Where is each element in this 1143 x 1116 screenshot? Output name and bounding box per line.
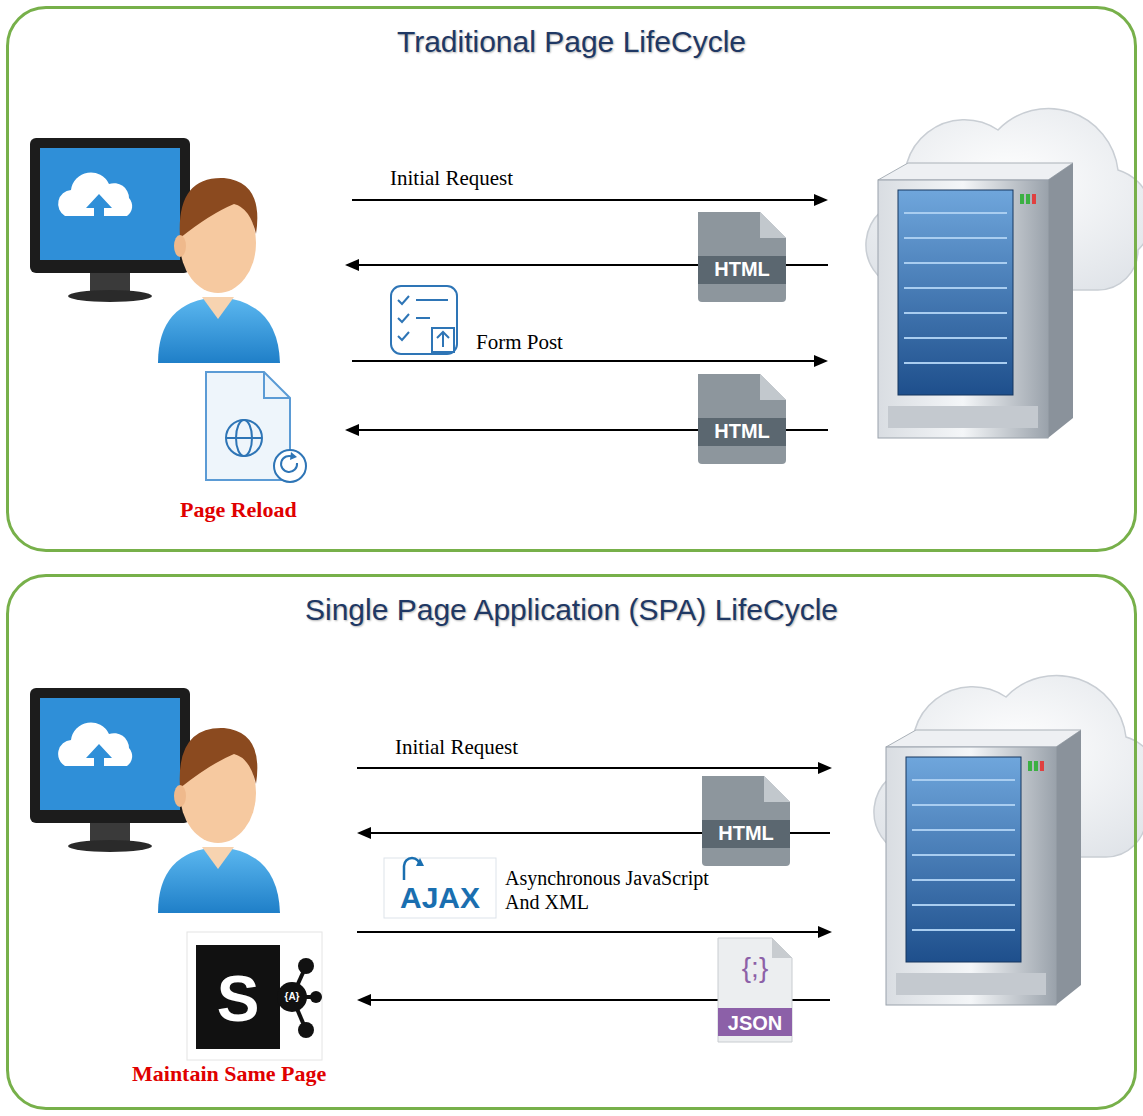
ajax-logo (384, 858, 496, 918)
state-caption: Maintain Same Page (132, 1060, 326, 1089)
file-type: HTML (698, 256, 786, 282)
sharepoint-icon (187, 932, 322, 1060)
arrow-label: Form Post (476, 329, 563, 356)
state-caption: Page Reload (180, 496, 297, 525)
lifecycle-panel: Single Page Application (SPA) LifeCycle (6, 574, 1137, 1110)
lifecycle-panel: Traditional Page LifeCycle (6, 6, 1137, 552)
json-file-icon (718, 938, 792, 1042)
logo-text: AJAX (386, 878, 494, 917)
page-reload-icon (206, 372, 306, 482)
html-file-icon (698, 212, 786, 302)
html-file-icon (698, 374, 786, 464)
file-type: HTML (698, 418, 786, 444)
panel-title: Traditional Page LifeCycle (9, 9, 1134, 59)
user-computer (30, 688, 280, 913)
file-type: JSON (718, 1010, 792, 1036)
logo-glyph: {A} (278, 990, 306, 1003)
form-icon (391, 286, 457, 354)
arrow-label: Initial Request (395, 734, 518, 761)
panel-title: Single Page Application (SPA) LifeCycle (9, 577, 1134, 627)
user-computer (30, 138, 280, 363)
file-glyph: {;} (730, 950, 780, 986)
cloud-server (866, 108, 1143, 438)
cloud-server (874, 675, 1143, 1005)
file-type: HTML (702, 820, 790, 846)
logo-letter: S (196, 958, 280, 1041)
arrow-label: Initial Request (390, 165, 513, 192)
arrow-label: Asynchronous JavaScript And XML (505, 866, 745, 914)
html-file-icon (702, 776, 790, 866)
